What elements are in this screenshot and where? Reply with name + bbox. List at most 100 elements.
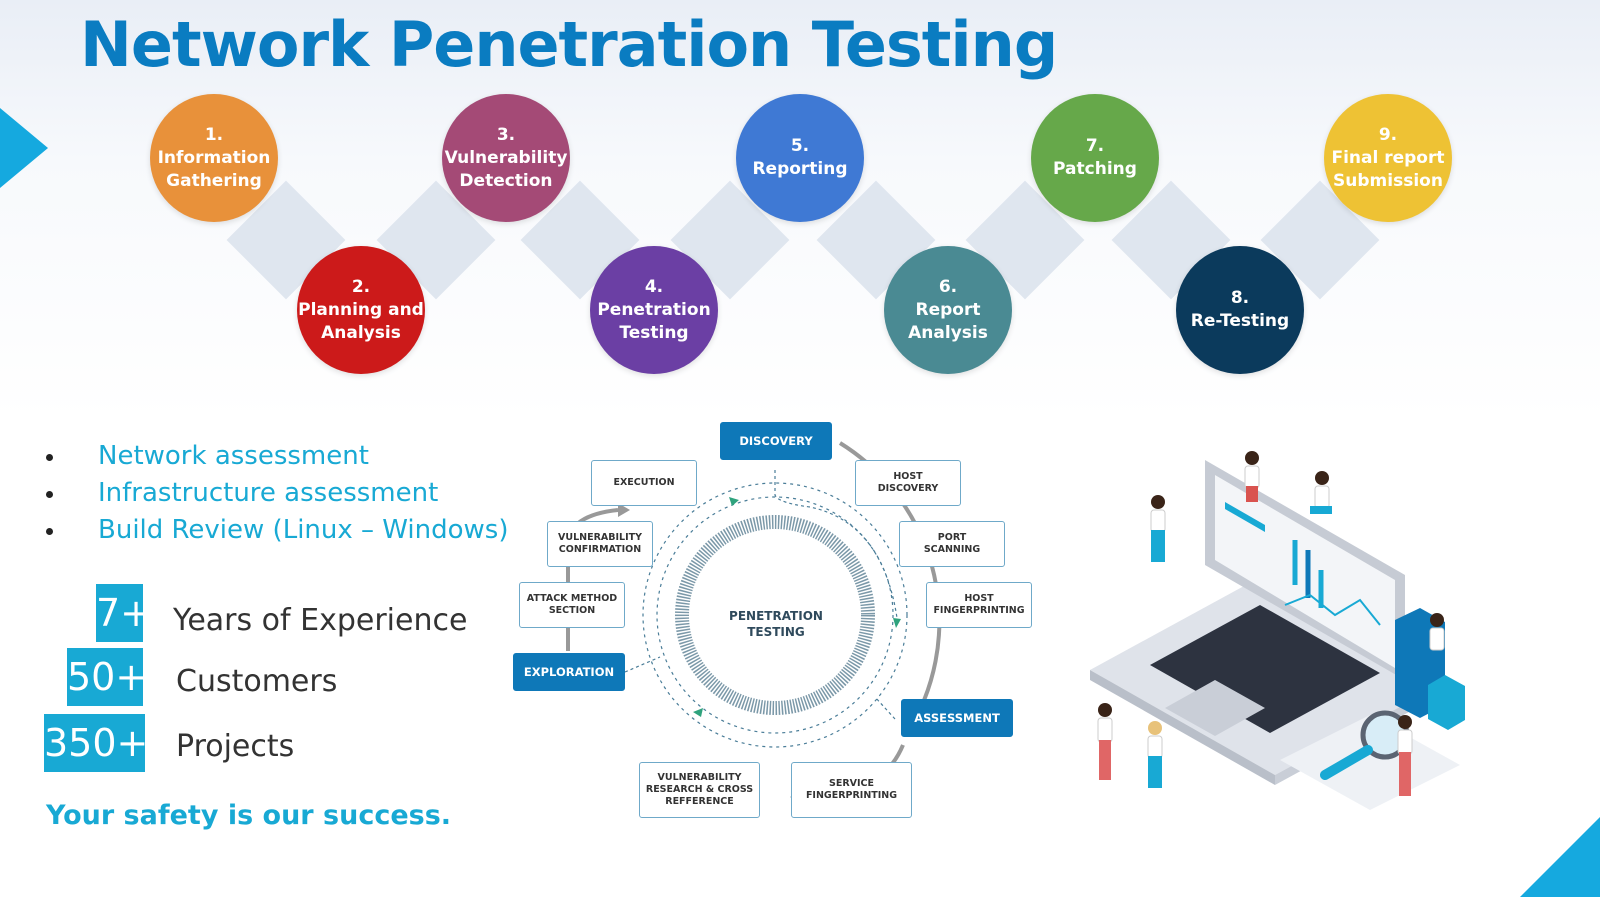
step-circle-8: 8. Re-Testing xyxy=(1176,246,1304,374)
bullet-icon xyxy=(46,491,53,498)
dashed-connector xyxy=(774,470,899,626)
cycle-discovery: DISCOVERY xyxy=(720,422,832,460)
service-label: Network assessment xyxy=(98,441,369,471)
arrow-head-icon xyxy=(729,497,739,506)
step-number: 4. xyxy=(644,276,664,297)
arrow-head-icon xyxy=(693,708,703,717)
person-body-icon xyxy=(1429,627,1445,651)
stat-customers-label: Customers xyxy=(176,664,338,699)
document-sheet-icon xyxy=(1280,715,1460,810)
step-number: 9. xyxy=(1378,124,1398,145)
person-body-icon xyxy=(1397,729,1413,755)
corner-accent-triangle xyxy=(1520,817,1600,897)
services-list: Network assessment Infrastructure assess… xyxy=(46,438,509,549)
person-legs-icon xyxy=(1399,752,1411,796)
step-label: Final report Submission xyxy=(1331,147,1445,191)
step-number: 2. xyxy=(351,276,371,297)
step-circle-9: 9. Final report Submission xyxy=(1324,94,1452,222)
laptop-team-illustration xyxy=(1090,451,1465,810)
step-label: Patching xyxy=(1053,159,1137,179)
step-circle-5: 5. Reporting xyxy=(736,94,864,222)
stat-years-value: 7+ xyxy=(96,584,152,642)
cycle-assessment: ASSESSMENT xyxy=(901,699,1013,737)
cycle-center-label: PENETRATION TESTING xyxy=(729,609,823,639)
cycle-execution: EXECUTION xyxy=(591,460,697,506)
step-circle-3: 3. Vulnerability Detection xyxy=(442,94,570,222)
step-circle-2: 2. Planning and Analysis xyxy=(297,246,425,374)
step-number: 7. xyxy=(1085,136,1105,156)
screen-bar-icon xyxy=(1225,502,1265,532)
person-body-icon xyxy=(1244,465,1260,489)
left-accent-triangle xyxy=(0,108,48,188)
step-label: Planning and Analysis xyxy=(298,299,424,343)
step-number: 5. xyxy=(790,136,810,156)
bullet-icon xyxy=(46,528,53,535)
bullet-icon xyxy=(46,454,53,461)
person-body-icon xyxy=(1150,509,1166,533)
person-head-icon xyxy=(1398,715,1412,729)
service-label: Build Review (Linux – Windows) xyxy=(98,515,509,545)
step-circle-7: 7. Patching xyxy=(1031,94,1159,222)
page-title: Network Penetration Testing xyxy=(80,8,1058,81)
step-number: 6. xyxy=(938,276,958,297)
step-number: 3. xyxy=(496,124,516,145)
keyboard-icon xyxy=(1150,605,1380,733)
screen-chart-line-icon xyxy=(1284,593,1381,626)
stat-projects-label: Projects xyxy=(176,729,295,764)
step-circle-4: 4. Penetration Testing xyxy=(590,246,718,374)
cycle-vulnerability-confirmation: VULNERABILITY CONFIRMATION xyxy=(547,521,653,567)
person-head-icon xyxy=(1315,471,1329,485)
person-legs-icon xyxy=(1310,506,1332,514)
step-label: Information Gathering xyxy=(157,147,271,191)
trackpad-icon xyxy=(1165,680,1265,736)
list-item: Build Review (Linux – Windows) xyxy=(46,512,509,549)
step-label: Penetration Testing xyxy=(597,299,711,343)
step-label: Re-Testing xyxy=(1190,311,1290,331)
cycle-diagram xyxy=(566,441,942,804)
dashed-connector xyxy=(624,656,661,673)
person-legs-icon xyxy=(1099,740,1111,780)
cycle-service-fingerprinting: SERVICE FINGERPRINTING xyxy=(791,762,912,818)
tagline: Your safety is our success. xyxy=(46,800,452,831)
step-number: 8. xyxy=(1230,288,1250,308)
arrow-head-icon xyxy=(618,503,630,517)
cycle-host-fingerprinting: HOST FINGERPRINTING xyxy=(926,582,1032,628)
service-label: Infrastructure assessment xyxy=(98,478,439,508)
person-head-icon xyxy=(1148,721,1162,735)
cycle-attack-method-section: ATTACK METHOD SECTION xyxy=(519,582,625,628)
magnifier-handle-icon xyxy=(1320,745,1373,780)
cycle-vulnerability-research: VULNERABILITY RESEARCH & CROSS REFFERENC… xyxy=(639,762,760,818)
step-circle-6: 6. Report Analysis xyxy=(884,246,1012,374)
person-head-icon xyxy=(1098,703,1112,717)
step-label: Vulnerability Detection xyxy=(444,147,568,191)
stat-projects-value: 350+ xyxy=(44,714,148,772)
person-legs-icon xyxy=(1148,756,1162,788)
cycle-host-discovery: HOST DISCOVERY xyxy=(855,460,961,506)
list-item: Network assessment xyxy=(46,438,509,475)
person-head-icon xyxy=(1245,451,1259,465)
person-legs-icon xyxy=(1246,486,1258,502)
list-item: Infrastructure assessment xyxy=(46,475,509,512)
step-label: Reporting xyxy=(752,159,848,179)
stat-years-label: Years of Experience xyxy=(173,603,468,638)
person-head-icon xyxy=(1430,613,1444,627)
person-head-icon xyxy=(1151,495,1165,509)
cycle-dashed-outer xyxy=(642,482,908,748)
cycle-center-disc xyxy=(691,531,859,699)
laptop-base-edge-icon xyxy=(1090,670,1275,785)
cycle-dashed-inner xyxy=(656,496,894,734)
step-number: 1. xyxy=(204,124,224,145)
step-circle-1: 1. Information Gathering xyxy=(150,94,278,222)
bar-chart-block-icon xyxy=(1428,675,1465,730)
person-body-icon xyxy=(1147,735,1163,759)
person-body-icon xyxy=(1314,485,1330,509)
cycle-exploration: EXPLORATION xyxy=(513,653,625,691)
cycle-ring xyxy=(675,515,875,715)
cycle-port-scanning: PORT SCANNING xyxy=(899,521,1005,567)
person-legs-icon xyxy=(1151,530,1165,562)
step-label: Report Analysis xyxy=(908,299,988,343)
arrow-head-icon xyxy=(893,618,901,628)
stat-customers-value: 50+ xyxy=(67,648,147,706)
person-body-icon xyxy=(1097,717,1113,743)
dashed-connector xyxy=(874,696,896,720)
